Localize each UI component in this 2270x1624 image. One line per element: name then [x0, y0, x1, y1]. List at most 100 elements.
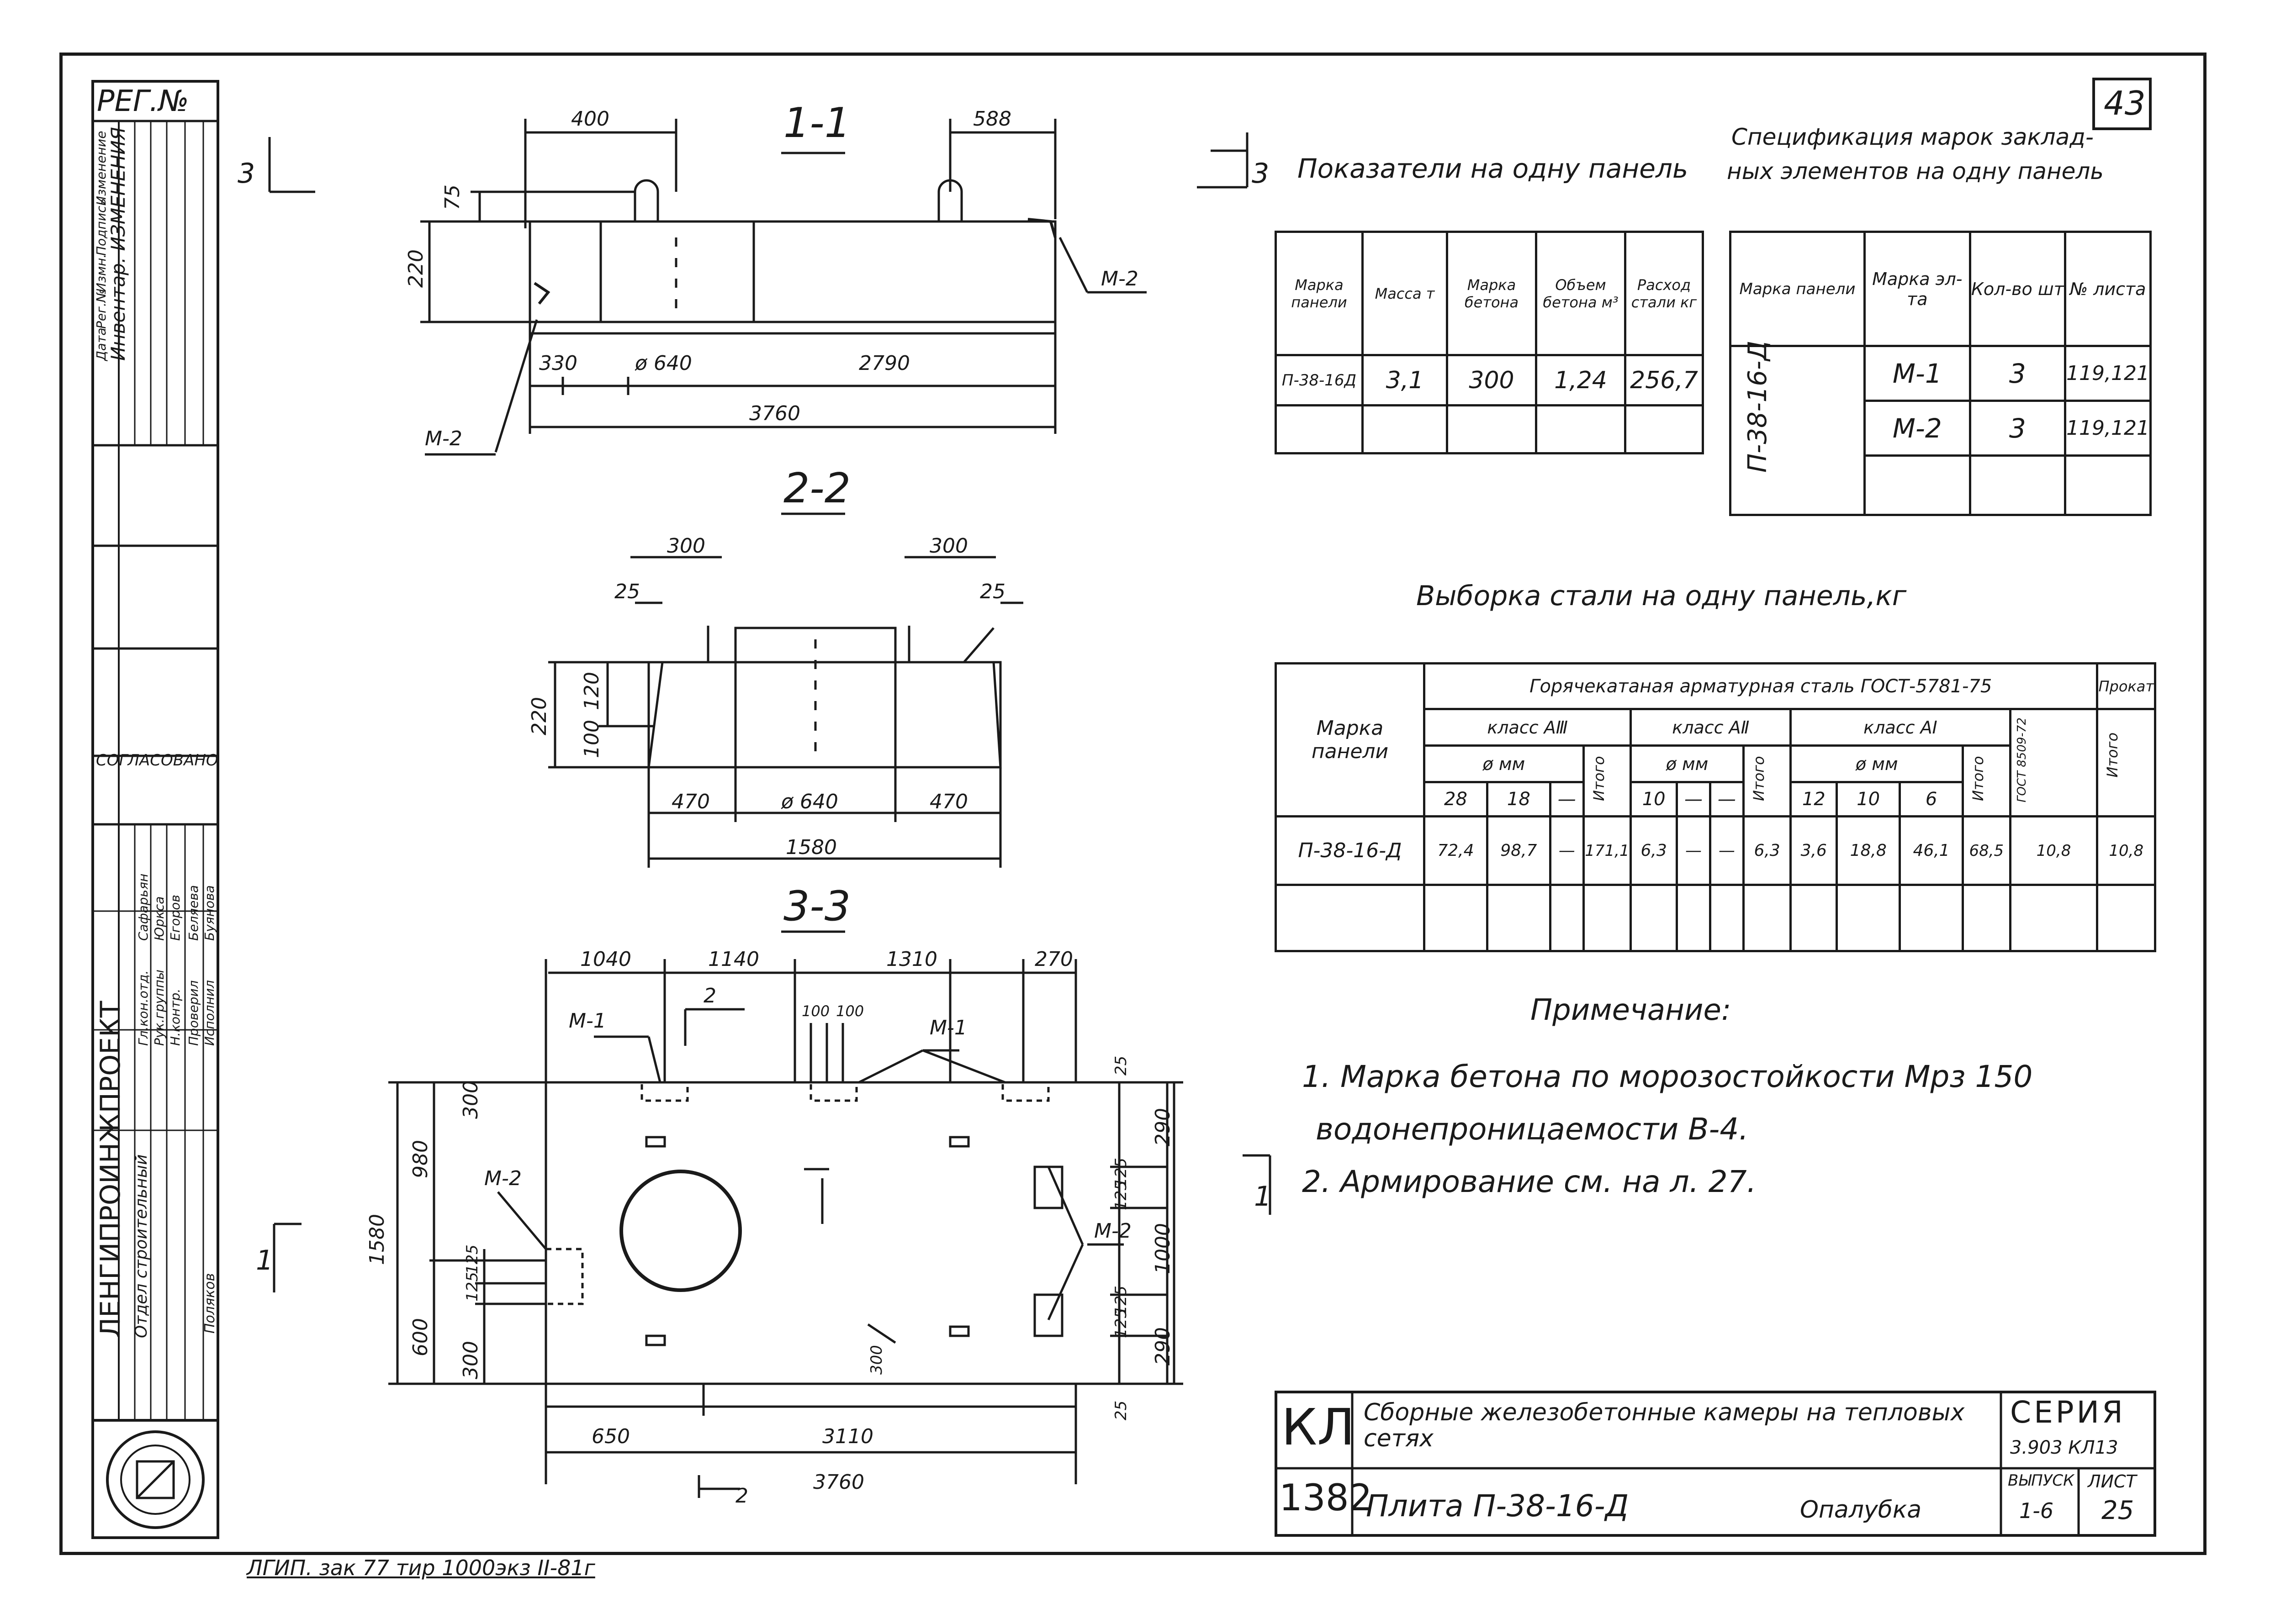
side-stamp-lines: [91, 120, 219, 1529]
steel-v-11: 46,1: [1899, 815, 1964, 886]
spec-sheet-1: 119,121: [2064, 345, 2152, 402]
dim-2-2-470b: 470: [930, 790, 968, 813]
dim-3-3-1040: 1040: [580, 948, 631, 971]
steel-sub-1: 28: [1423, 781, 1488, 817]
notes-line-1: 1. Марка бетона по морозостойкости Мрз 1…: [1302, 1059, 2033, 1094]
spec-panel: П-38-16-Д: [1743, 340, 1773, 473]
steel-total-1-label: Итого: [1969, 756, 1987, 801]
steel-sub-2: 18: [1486, 781, 1551, 817]
cut-3-right: 3: [1252, 158, 1269, 190]
tb-series-label: СЕРИЯ: [2010, 1395, 2126, 1430]
steel-v-7: —: [1709, 815, 1745, 886]
dim-3-3-290b: 290: [1151, 1327, 1175, 1366]
dim-1-1-400: 400: [571, 107, 609, 131]
steel-sub-6: —: [1709, 781, 1745, 817]
dim-3-3-1140: 1140: [708, 948, 759, 971]
stamp-agreed: СОГЛАСОВАНО: [96, 751, 218, 770]
dim-3-3-270: 270: [1035, 948, 1073, 971]
indicators-table: Марка панели Масса т Марка бетона Объем …: [1275, 231, 1704, 454]
dim-1-1-330: 330: [539, 352, 577, 375]
steel-sub-9: 6: [1899, 781, 1964, 817]
tb-name: Плита П-38-16-Д: [1366, 1488, 1629, 1524]
dim-3-3-125a: 125: [463, 1244, 482, 1274]
steel-total-3-label: Итого: [1590, 756, 1608, 801]
dim-3-3-100b: 100: [836, 1002, 864, 1020]
dim-1-1-3760: 3760: [749, 402, 800, 425]
steel-total-3: Итого: [1582, 744, 1632, 817]
tb-series: 3.903 КЛ13: [2010, 1437, 2118, 1458]
steel-title: Выборка стали на одну панель,кг: [1416, 580, 1907, 612]
spec-panel-cell: П-38-16-Д: [1729, 341, 1866, 516]
sheet-number-box: [2092, 78, 2152, 130]
label-m2-b: М-2: [1101, 267, 1138, 290]
tb-type: Опалубка: [1800, 1496, 1922, 1524]
footer-note: ЛГИП. зак 77 тир 1000экз II-81г: [247, 1555, 595, 1580]
tb-issue: 1-6: [2019, 1498, 2054, 1523]
steel-dia-1: ø мм: [1789, 744, 1964, 783]
spec-h-element: Марка эл-та: [1863, 231, 1971, 347]
label-m2-a: М-2: [425, 427, 462, 450]
spec-h-panel: Марка панели: [1729, 231, 1866, 347]
steel-dia-2: ø мм: [1630, 744, 1745, 783]
dim-2-2-640: ø 640: [781, 790, 838, 813]
dim-3-3-300b: 300: [459, 1341, 482, 1379]
steel-h-hot: Горячекатаная арматурная сталь ГОСТ-5781…: [1423, 662, 2099, 710]
dim-3-3-125b: 125: [463, 1272, 482, 1302]
spec-title-2: ных элементов на одну панель: [1727, 158, 2104, 185]
cut-2-top: 2: [704, 984, 716, 1007]
tb-issue-label: ВЫПУСК: [2008, 1471, 2074, 1490]
steel-v-8: 6,3: [1742, 815, 1792, 886]
dim-1-1-640: ø 640: [635, 352, 692, 375]
drawing-frame: [59, 53, 2207, 1555]
steel-sub-8: 10: [1836, 781, 1901, 817]
label-m2-c: М-2: [484, 1167, 522, 1190]
dim-2-2-220: 220: [528, 697, 551, 735]
steel-sub-5: —: [1676, 781, 1711, 817]
steel-v-13: 10,8: [2009, 815, 2099, 886]
cut-2-bottom: 2: [736, 1484, 748, 1508]
dim-2-2-120: 120: [580, 672, 603, 710]
spec-title-1: Спецификация марок заклад-: [1731, 124, 2094, 150]
steel-total-2-label: Итого: [1750, 756, 1767, 801]
reg-label: РЕГ.№: [97, 84, 189, 118]
steel-v-2: 98,7: [1486, 815, 1551, 886]
steel-v-6: —: [1676, 815, 1711, 886]
dim-3-3-125e: 125: [1112, 1286, 1130, 1315]
notes-line-3: 2. Армирование см. на л. 27.: [1302, 1164, 1757, 1199]
steel-panel: П-38-16-Д: [1275, 815, 1425, 886]
dim-3-3-125d: 125: [1112, 1181, 1130, 1210]
dim-3-3-100a: 100: [802, 1002, 830, 1020]
steel-v-4: 171,1: [1582, 815, 1632, 886]
dim-3-3-290a: 290: [1151, 1108, 1175, 1146]
steel-h-panel: Марка панели: [1275, 662, 1425, 817]
ind-h-concrete: Марка бетона: [1446, 231, 1537, 356]
ind-h-volume: Объем бетона м³: [1535, 231, 1626, 356]
dim-3-3-25a: 25: [1112, 1056, 1130, 1076]
dim-2-2-100: 100: [580, 720, 603, 758]
steel-v-5: 6,3: [1630, 815, 1678, 886]
steel-dia-3: ø мм: [1423, 744, 1585, 783]
dim-2-2-300a: 300: [667, 534, 705, 558]
dim-3-3-3110: 3110: [822, 1425, 873, 1448]
dim-2-2-25a: 25: [614, 580, 640, 603]
label-m1-a: М-1: [569, 1009, 606, 1033]
dim-3-3-300a: 300: [459, 1081, 482, 1119]
steel-total-1: Итого: [1962, 744, 2011, 817]
steel-gost: ГОСТ 8509-72: [2009, 708, 2099, 817]
cut-3-left: 3: [238, 158, 255, 190]
dim-3-3-125c: 125: [1112, 1158, 1130, 1187]
steel-h-rolled: Прокат: [2096, 662, 2156, 710]
tb-code: КЛ: [1281, 1398, 1355, 1456]
cut-1-right: 1: [1254, 1181, 1271, 1213]
ind-h-mass: Масса т: [1361, 231, 1448, 356]
steel-v-3: —: [1549, 815, 1585, 886]
side-stamp: [91, 80, 219, 1539]
steel-v-9: 3,6: [1789, 815, 1838, 886]
spec-qty-2: 3: [1968, 400, 2067, 457]
spec-table: Марка панели Марка эл-та Кол-во шт № лис…: [1729, 231, 2152, 516]
dim-3-3-650: 650: [592, 1425, 630, 1448]
steel-rolled-total-label: Итого: [2104, 732, 2122, 778]
section-2-2-title: 2-2: [783, 464, 851, 512]
dim-2-2-1580: 1580: [786, 836, 837, 859]
